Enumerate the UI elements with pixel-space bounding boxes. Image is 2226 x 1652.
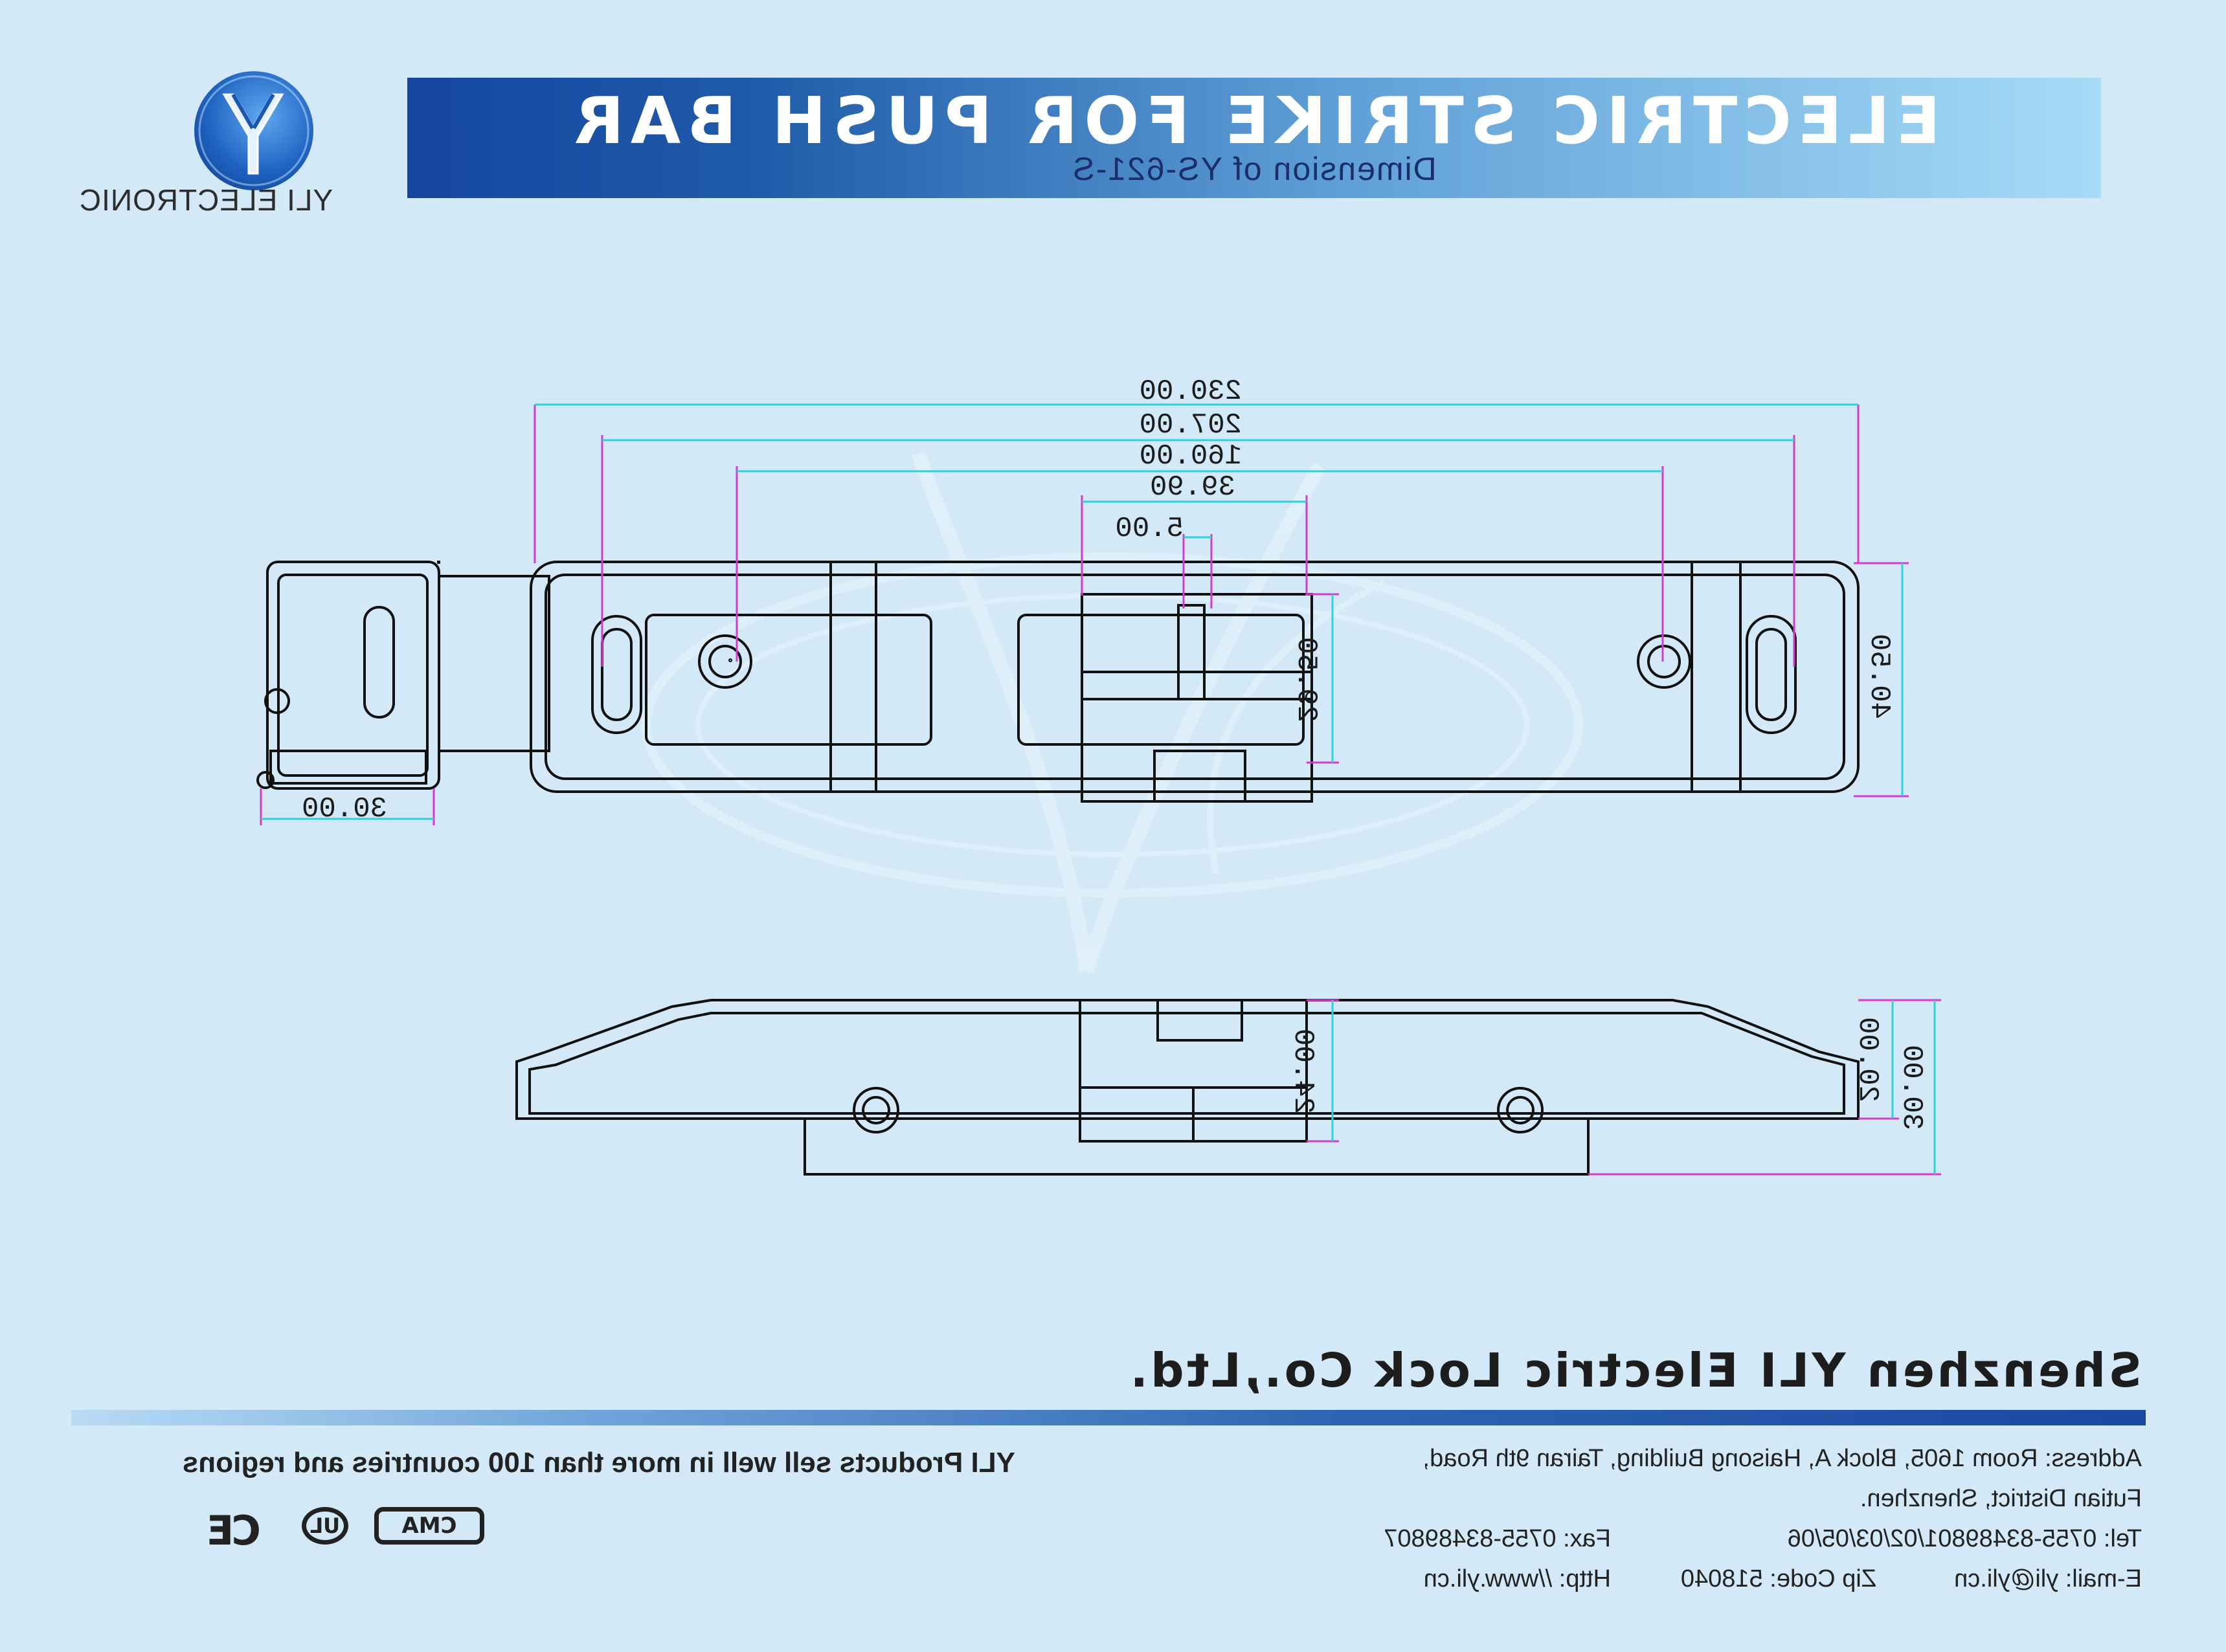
slot-left-outer — [1746, 615, 1797, 734]
side-view-inner — [277, 574, 429, 777]
logo-icon — [194, 71, 313, 190]
front-view-body — [515, 999, 1860, 1120]
company-name: Shenzhen YLI Electric Lock Co.,Ltd. — [1127, 1343, 2142, 1398]
slot-right-outer — [591, 615, 642, 734]
side-view — [256, 561, 550, 790]
mount-hole-left-inner — [1647, 645, 1681, 678]
strike-tongue — [1153, 750, 1246, 803]
front-view-base — [804, 1117, 1590, 1176]
mount-hole-right-outer — [698, 634, 752, 689]
side-view-base — [269, 750, 427, 785]
side-view-slot — [363, 606, 395, 719]
ul-mark-icon: UL — [302, 1507, 348, 1545]
website: Http: //www.yli.cn — [1423, 1565, 1611, 1592]
logo-y-mark — [198, 75, 309, 186]
side-view-screw — [264, 688, 290, 714]
slot-left-inner — [1755, 628, 1787, 721]
side-view-housing — [438, 575, 550, 752]
zip-code: Zip Code: 518040 — [1680, 1565, 1876, 1592]
faceplate-rib-left — [829, 561, 877, 793]
dim-front-depth-small: 24.00 — [1286, 1028, 1319, 1115]
front-view-inner — [528, 1012, 1845, 1115]
cma-mark-icon: CMA — [374, 1507, 484, 1545]
tel: Tel: 0755-83489801/02/03/05/06 — [1787, 1525, 2142, 1552]
dim-strike-depth: 29.50 — [1289, 636, 1322, 723]
front-screw-right-outer — [853, 1087, 899, 1133]
footer-divider — [71, 1410, 2146, 1425]
front-view — [515, 999, 1860, 1176]
mount-hole-right-inner — [708, 645, 742, 678]
extension-lines — [260, 405, 1941, 1176]
dim-strike-width: 39.90 — [1149, 471, 1235, 504]
dim-mount-inner: 160.00 — [1139, 440, 1242, 473]
dim-side-width: 30.00 — [301, 793, 387, 825]
dim-front-height-total: 30.00 — [1894, 1044, 1928, 1131]
faceplate-rib-right — [1691, 561, 1742, 793]
watermark-logo — [642, 451, 1583, 974]
ce-mark-icon: CE — [209, 1506, 261, 1554]
logo-block: YLI ELECTRONIC — [0, 0, 426, 233]
dim-keeper-width: 5.00 — [1115, 513, 1184, 545]
strike-top — [1081, 593, 1313, 673]
cutout-right — [645, 614, 932, 746]
dim-overall-length: 230.00 — [1139, 375, 1242, 408]
slot-right-inner — [601, 628, 633, 721]
faceplate-outline — [530, 561, 1860, 793]
side-view-body — [266, 561, 440, 790]
address-line-1: Address: Room 1605, Block A, Haisong Bui… — [1422, 1445, 2142, 1472]
mount-hole-left-outer — [1637, 634, 1691, 689]
fax: Fax: 0755-83489807 — [1384, 1525, 1611, 1552]
email: E-mail: yli@yli.cn — [1954, 1565, 2142, 1592]
cutout-left — [1017, 614, 1305, 746]
side-view-pin — [256, 771, 275, 789]
front-screw-left-inner — [1506, 1096, 1535, 1124]
top-view — [437, 561, 1860, 803]
front-view-tongue — [1156, 999, 1243, 1042]
dimension-lines — [261, 403, 1936, 1174]
front-screw-right-inner — [862, 1096, 890, 1124]
front-screw-left-outer — [1497, 1087, 1544, 1133]
faceplate-anchor — [437, 561, 440, 564]
address-line-2: Futian District, Shenzhen. — [1860, 1485, 2142, 1512]
slogan: YLI Products sell well in more than 100 … — [182, 1447, 1015, 1479]
dim-front-height-small: 20.00 — [1850, 1016, 1883, 1103]
anchor — [728, 658, 732, 662]
dim-mount-outer: 207.00 — [1139, 409, 1242, 441]
dim-plate-height: 40.50 — [1862, 633, 1895, 720]
faceplate-inner — [545, 574, 1845, 780]
